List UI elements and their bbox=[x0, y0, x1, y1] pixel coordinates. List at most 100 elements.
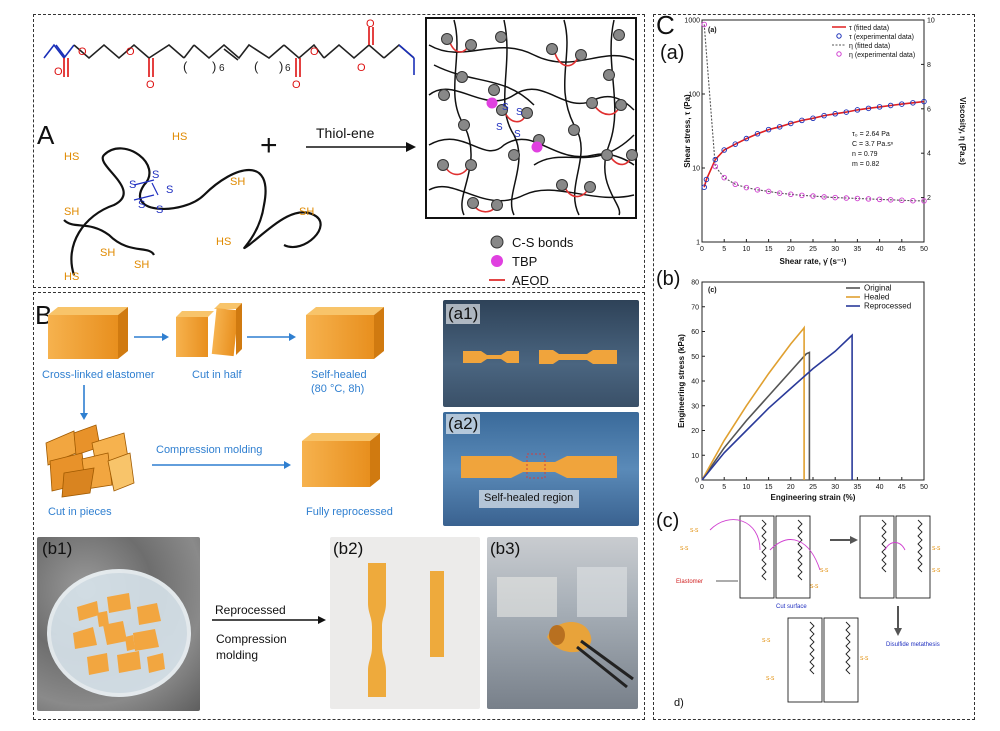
tau-point bbox=[865, 105, 872, 112]
annotation: C = 3.7 Pa.sⁿ bbox=[852, 141, 894, 148]
block-fully-reprocessed bbox=[302, 433, 380, 487]
eta-point bbox=[732, 181, 739, 188]
plot-frame bbox=[701, 281, 925, 481]
x-tick-label: 50 bbox=[920, 246, 928, 253]
y-tick-label: 60 bbox=[691, 329, 699, 336]
label-cut-half: Cut in half bbox=[192, 369, 242, 381]
panel-a bbox=[33, 14, 645, 288]
eta-point bbox=[887, 197, 894, 203]
x-tick-label: 45 bbox=[898, 484, 906, 491]
subscript-6a: 6 bbox=[219, 63, 225, 74]
carbonyl-o-1: O bbox=[54, 66, 63, 78]
svg-text:S-S: S-S bbox=[860, 656, 869, 662]
label-self-healed-cond: (80 °C, 8h) bbox=[311, 383, 364, 395]
tau-point bbox=[899, 101, 905, 107]
eta-point bbox=[754, 187, 761, 193]
block-cut-half bbox=[176, 303, 242, 357]
y-right-tick-label: 2 bbox=[927, 195, 931, 202]
annotation: τ₀ = 2.64 Pa bbox=[852, 131, 890, 138]
eta-point bbox=[721, 174, 727, 181]
eta-point bbox=[788, 191, 794, 198]
label-crosslinked: Cross-linked elastomer bbox=[42, 369, 155, 381]
x-tick-label: 15 bbox=[765, 246, 773, 253]
legend-eta-fit: η (fitted data) bbox=[849, 43, 890, 50]
label-c-c: (c) bbox=[656, 510, 680, 532]
s-atom: S bbox=[138, 199, 145, 211]
s-atom: S bbox=[152, 169, 159, 181]
photo-b3 bbox=[487, 537, 638, 709]
s-atom: S bbox=[129, 179, 136, 191]
x-tick-label: 15 bbox=[765, 484, 773, 491]
eta-point bbox=[776, 190, 783, 196]
legend-tau-exp: τ (experimental data) bbox=[849, 34, 914, 41]
folded-specimen-tweezers bbox=[497, 567, 634, 689]
legend-cs: C-S bonds bbox=[512, 235, 574, 250]
svg-text:S-S: S-S bbox=[820, 568, 829, 574]
eta-point bbox=[832, 194, 838, 201]
y-tick-label: 10 bbox=[691, 453, 699, 460]
x-tick-label: 10 bbox=[743, 246, 751, 253]
eta-point bbox=[899, 197, 905, 204]
tau-point bbox=[776, 124, 783, 130]
dogbone-specimens bbox=[463, 350, 617, 364]
thiol-label: HS bbox=[64, 271, 79, 283]
eta-point bbox=[799, 192, 805, 199]
label-b1: (b1) bbox=[42, 539, 73, 558]
label-compression-2: molding bbox=[216, 648, 259, 662]
eta-point bbox=[712, 163, 719, 170]
petri-dish-pieces bbox=[47, 569, 191, 697]
x-tick-label: 30 bbox=[831, 484, 839, 491]
y-tick-label: 40 bbox=[691, 379, 699, 386]
x-tick-label: 30 bbox=[831, 246, 839, 253]
reprocessed-specimens bbox=[368, 563, 444, 697]
eta-point bbox=[743, 184, 750, 191]
legend-cs-dot bbox=[490, 235, 504, 249]
eta-point bbox=[810, 193, 816, 199]
label-a2: (a2) bbox=[446, 414, 481, 434]
svg-text:S-S: S-S bbox=[690, 528, 699, 534]
x-tick-label: 5 bbox=[722, 484, 726, 491]
y-right-tick-label: 6 bbox=[927, 106, 931, 113]
panel-a-letter: A bbox=[37, 120, 55, 150]
label-self-healed: Self-healed bbox=[311, 369, 367, 381]
series-line-original bbox=[701, 351, 811, 481]
ester-o-3: O bbox=[310, 46, 319, 58]
thiol-label: SH bbox=[100, 247, 115, 259]
x-tick-label: 20 bbox=[787, 246, 795, 253]
x-tick-label: 35 bbox=[854, 484, 862, 491]
y-tick-label: 80 bbox=[691, 280, 699, 287]
panel-c-letter: C bbox=[656, 10, 675, 40]
x-tick-label: 50 bbox=[920, 484, 928, 491]
x-tick-label: 35 bbox=[854, 246, 862, 253]
svg-text:S: S bbox=[516, 107, 523, 118]
thiol-label: SH bbox=[64, 206, 79, 218]
y-right-axis-label: Viscosity, η (Pa.s) bbox=[958, 97, 967, 165]
paren-left-2: ( bbox=[254, 59, 259, 74]
eta-point bbox=[843, 195, 850, 201]
reaction-label: Thiol-ene bbox=[316, 125, 375, 141]
thiol-label: SH bbox=[230, 176, 245, 188]
scheme-metathesis: Disulfide metathesis bbox=[886, 642, 940, 648]
legend-aeod: AEOD bbox=[512, 273, 549, 287]
scheme-step-1 bbox=[709, 515, 821, 599]
thiol-label: SH bbox=[299, 206, 314, 218]
tau-point bbox=[732, 141, 739, 147]
scheme-step-3 bbox=[787, 617, 859, 703]
legend: τ (fitted data) τ (experimental data) η … bbox=[832, 25, 915, 59]
svg-text:S-S: S-S bbox=[810, 584, 819, 590]
x-tick-label: 0 bbox=[700, 246, 704, 253]
label-c-a: (a) bbox=[660, 42, 685, 64]
svg-text:S: S bbox=[496, 122, 503, 133]
carbonyl-o-3: O bbox=[292, 79, 301, 91]
eta-point bbox=[701, 21, 707, 28]
eta-fitted-line bbox=[703, 24, 925, 202]
y-tick-label: 30 bbox=[691, 403, 699, 410]
scheme-elastomer: Elastomer bbox=[676, 579, 703, 585]
annotation: n = 0.79 bbox=[852, 151, 878, 158]
panel-a-chemistry: O O O O ( ) 6 ( ) 6 O O O O Thiol-ene + … bbox=[43, 17, 638, 287]
label-c-b: (b) bbox=[656, 268, 681, 290]
x-axis-label: Shear rate, γ̇ (s⁻¹) bbox=[780, 257, 847, 266]
